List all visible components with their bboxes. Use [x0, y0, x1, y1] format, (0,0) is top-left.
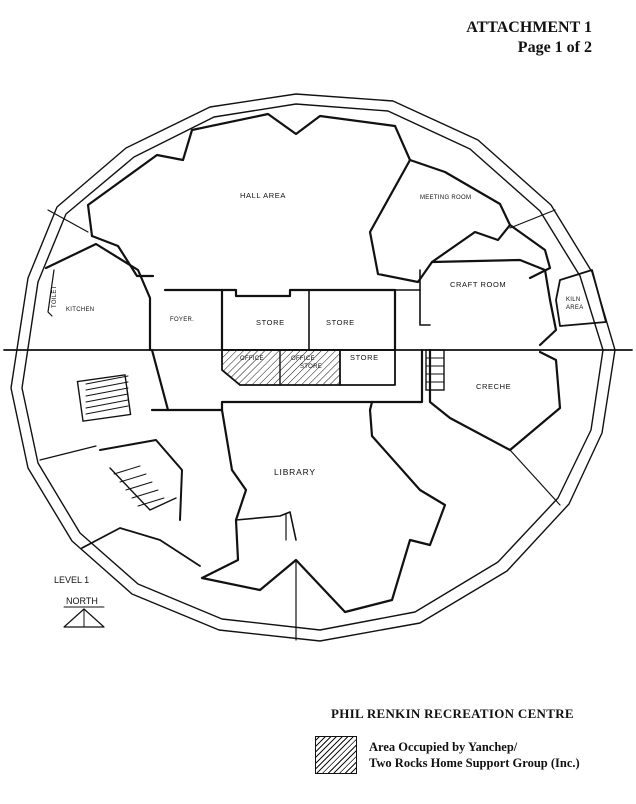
outer-wall-outer: [10, 93, 616, 642]
label-craft-room: CRAFT ROOM: [450, 280, 506, 289]
attachment-header: ATTACHMENT 1 Page 1 of 2: [466, 18, 592, 58]
kitchen-wall: [44, 242, 152, 352]
label-kitchen: KITCHEN: [66, 307, 94, 313]
label-hall-area: HALL AREA: [240, 191, 286, 200]
label-office-store-1: OFFICE: [291, 356, 315, 362]
legend-line-2: Two Rocks Home Support Group (Inc.): [369, 756, 580, 770]
page-number: Page 1 of 2: [517, 39, 592, 56]
label-kiln-area: AREA: [566, 305, 584, 311]
legend-hatch-swatch: [315, 736, 357, 774]
label-library: LIBRARY: [274, 467, 316, 477]
label-store-1: STORE: [256, 318, 285, 327]
label-office: OFFICE: [240, 356, 264, 362]
label-north: NORTH: [66, 596, 98, 606]
library-wall: [200, 400, 447, 614]
label-foyer: FOYER.: [170, 317, 194, 323]
label-store-2: STORE: [326, 318, 355, 327]
outer-wall-inner: [21, 103, 604, 631]
label-meeting-room: MEETING ROOM: [420, 195, 471, 201]
creche-wall: [428, 348, 562, 452]
corridor-wall: [150, 348, 424, 412]
label-level: LEVEL 1: [54, 575, 89, 585]
label-office-store-2: STORE: [300, 364, 322, 370]
label-kiln: KILN: [566, 297, 581, 303]
legend-text: Area Occupied by Yanchep/ Two Rocks Home…: [369, 739, 580, 771]
legend-line-1: Area Occupied by Yanchep/: [369, 740, 518, 754]
occupied-area: [221, 349, 341, 386]
label-store-3: STORE: [350, 353, 379, 362]
stair-lower-left: [81, 439, 201, 567]
centre-title: PHIL RENKIN RECREATION CENTRE: [331, 706, 574, 721]
stair-left: [76, 374, 132, 422]
attachment-title: ATTACHMENT 1: [466, 19, 592, 36]
kiln-wall: [555, 269, 607, 327]
label-toilet: TOILET: [52, 285, 58, 308]
label-creche: CRECHE: [476, 382, 511, 391]
stair-right: [425, 349, 445, 391]
